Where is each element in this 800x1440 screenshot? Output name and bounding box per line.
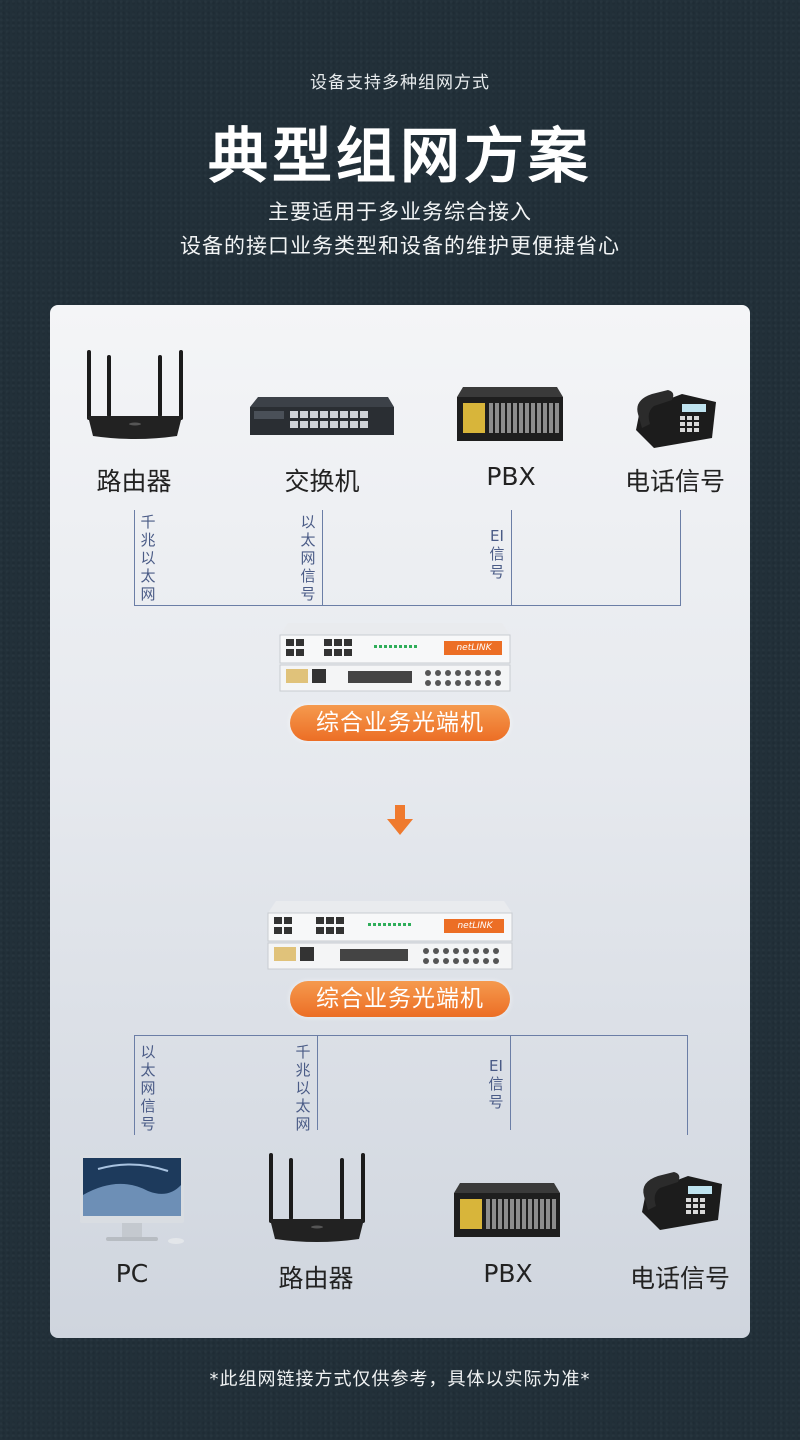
top-device-label-switch: 交换机 bbox=[284, 467, 360, 496]
pbx-icon bbox=[452, 1183, 562, 1241]
multiplexer-label-top: 综合业务光端机 bbox=[290, 705, 510, 741]
top-link-label-1: 千兆以太网 bbox=[140, 513, 156, 603]
bottom-link-line-2 bbox=[317, 1035, 318, 1130]
pbx-icon bbox=[455, 387, 565, 445]
router-icon bbox=[80, 350, 190, 445]
bottom-link-label-3: EI信号 bbox=[488, 1057, 504, 1111]
telephone-icon bbox=[632, 390, 718, 450]
top-link-line-1 bbox=[134, 510, 135, 605]
top-link-line-2 bbox=[322, 510, 323, 605]
top-device-label-router: 路由器 bbox=[96, 467, 172, 496]
bottom-link-line-3 bbox=[510, 1035, 511, 1130]
top-device-label-telephone: 电话信号 bbox=[624, 467, 725, 496]
top-link-label-3: EI信号 bbox=[489, 527, 505, 581]
switch-icon bbox=[248, 397, 396, 442]
top-bus-line bbox=[134, 605, 681, 606]
top-link-line-3 bbox=[511, 510, 512, 605]
multiplexer-device-bottom: netLINK bbox=[266, 901, 514, 973]
disclaimer-footer: *此组网链接方式仅供参考，具体以实际为准* bbox=[209, 1369, 591, 1390]
bottom-link-line-1 bbox=[134, 1035, 135, 1135]
page-title: 典型组网方案 bbox=[208, 122, 592, 192]
bottom-link-label-2: 千兆以太网 bbox=[295, 1043, 311, 1133]
bottom-link-label-1: 以太网信号 bbox=[140, 1043, 156, 1133]
pc-icon bbox=[78, 1155, 190, 1247]
top-link-label-2: 以太网信号 bbox=[300, 513, 316, 603]
bottom-device-label-pbx: PBX bbox=[483, 1259, 533, 1288]
eyebrow-text: 设备支持多种组网方式 bbox=[310, 73, 490, 93]
top-device-label-pbx: PBX bbox=[486, 462, 536, 491]
bottom-bus-line bbox=[134, 1035, 688, 1036]
bottom-device-label-pc: PC bbox=[115, 1259, 149, 1288]
multiplexer-brand-bottom: netLINK bbox=[457, 921, 493, 931]
multiplexer-device-top: netLINK bbox=[278, 623, 512, 695]
topology-card: 路由器 交换机 PBX 电话信号 千兆以太网 以太网信号 EI信号 netLIN… bbox=[50, 305, 750, 1338]
router-icon bbox=[262, 1153, 372, 1248]
bottom-link-line-4 bbox=[687, 1035, 688, 1135]
subtitle-line-2: 设备的接口业务类型和设备的维护更便捷省心 bbox=[180, 234, 620, 258]
subtitle-line-1: 主要适用于多业务综合接入 bbox=[268, 200, 532, 224]
bottom-device-label-telephone: 电话信号 bbox=[629, 1264, 730, 1293]
down-arrow-icon bbox=[387, 805, 413, 835]
multiplexer-label-bottom: 综合业务光端机 bbox=[290, 981, 510, 1017]
bottom-device-label-router: 路由器 bbox=[278, 1264, 354, 1293]
top-link-line-4 bbox=[680, 510, 681, 605]
multiplexer-brand-top: netLINK bbox=[456, 643, 492, 653]
telephone-icon bbox=[638, 1172, 724, 1232]
